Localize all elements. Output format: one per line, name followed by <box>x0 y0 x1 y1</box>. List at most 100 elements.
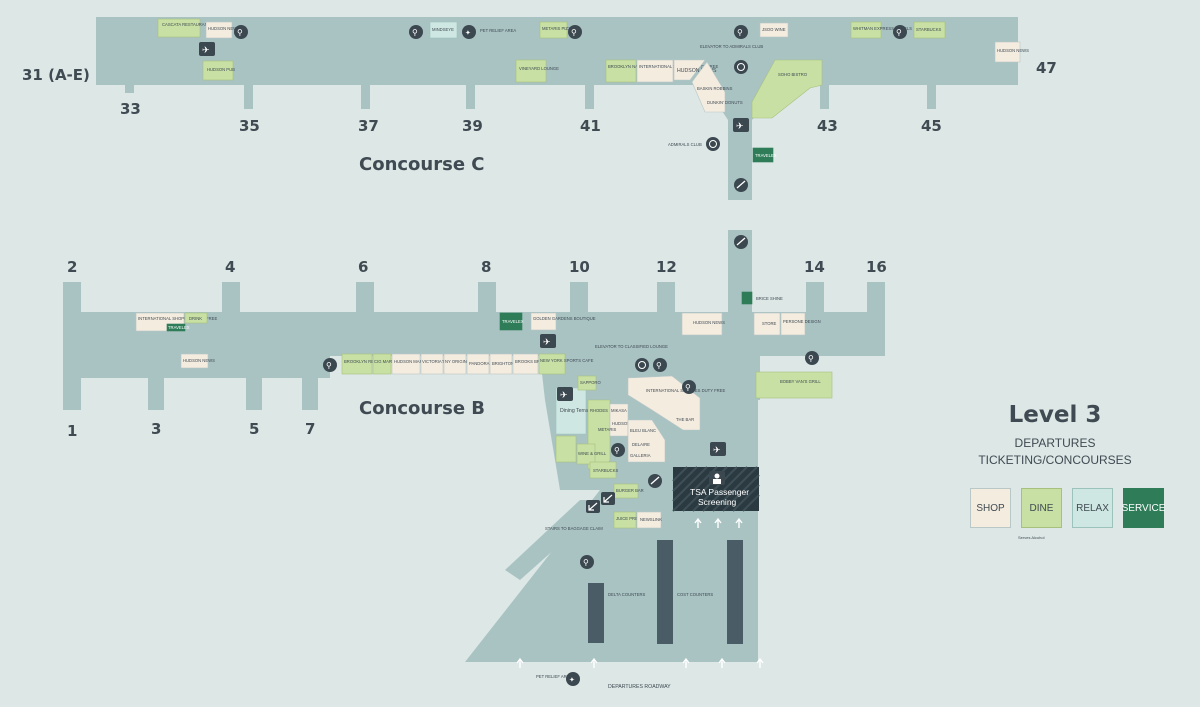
entrance-arrow-icon <box>718 657 726 668</box>
restroom-icon: ⚲ <box>682 380 696 394</box>
venue-vineyard <box>515 59 547 83</box>
departures-roadway-label: DEPARTURES ROADWAY <box>608 684 671 690</box>
venue-newslink-label: NEWSLINK <box>640 517 662 522</box>
venue-hudson-news-c1 <box>205 21 233 39</box>
gate-label: 5 <box>249 420 259 438</box>
venue-brice-shine-label: BRICE SHINE <box>756 296 783 301</box>
restroom-icon: ⚲ <box>568 25 582 39</box>
airplane-icon: ✈ <box>733 118 749 132</box>
gate-label: 47 <box>1036 59 1057 77</box>
elevator-icon <box>706 137 720 151</box>
venue-intl-duty-free-b-label: INTERNATIONAL SHOPPES DUTY FREE <box>138 316 217 321</box>
venue-persone-label: PERSONE DESIGN <box>783 319 821 324</box>
venue-starbucks-b <box>589 461 617 479</box>
map-icons: ⚲ ⚲ ⚲ ⚲ ⚲ ✦ ✈ ✈ ✈ ⚲ ⚲ ⚲ ⚲ ✈ ⚲ ✈ ⚲ ✦ <box>199 25 907 686</box>
venue-rhodes-label: RHODES <box>590 408 608 413</box>
venue-metaris <box>539 21 568 39</box>
entrance-arrow-icon <box>694 517 702 528</box>
venue-victorias <box>420 353 444 375</box>
venue-pandora <box>466 353 490 375</box>
entrance-arrow-icon <box>590 657 598 668</box>
venue-brooklyn-deli-label: BROOKLYN NATIONAL DELI <box>608 64 663 69</box>
pet-relief-icon: ✦ <box>462 25 476 39</box>
venue-mindseye-label: MINDSEYE <box>432 27 454 32</box>
venue-travelex-b1-label: TRAVELEX <box>168 325 190 330</box>
escalator-icon <box>648 474 662 488</box>
venue-bleu-blanc <box>627 419 666 463</box>
entrance-arrow-icon <box>735 517 743 528</box>
restroom-icon: ⚲ <box>611 443 625 457</box>
venue-delaire-small <box>555 435 577 463</box>
venue-baskin-label: BASKIN ROBBINS <box>697 86 733 91</box>
svg-text:✈: ✈ <box>736 122 744 132</box>
venue-hudson-news-c3-label: HUDSON NEWS <box>997 48 1029 53</box>
concourse-b-title: Concourse B <box>359 398 485 419</box>
venue-travelex-b2 <box>499 312 523 331</box>
entrance-arrow-icon <box>682 657 690 668</box>
gate-label: 45 <box>921 117 942 135</box>
svg-text:✦: ✦ <box>465 29 471 37</box>
venue-intl-shoppes-c <box>636 59 674 83</box>
elevator-baggage-label: ELEVATOR TO CLASSIFIED LOUNGE <box>595 344 668 349</box>
elevator-icon <box>734 60 748 74</box>
venue-travelex-b2-label: TRAVELEX <box>502 319 524 324</box>
gate-label: 2 <box>67 258 77 276</box>
venue-whitman-label: WHITMAN EXPRESS BAGELS <box>853 26 912 31</box>
gate-label: 4 <box>225 258 235 276</box>
stairs-baggage-label: STAIRS TO BAGGAGE CLAIM <box>545 526 603 531</box>
venue-brooks-brothers <box>512 353 539 375</box>
venue-vineyard-label: VINEYARD LOUNGE <box>519 66 559 71</box>
gate-label: 14 <box>804 258 825 276</box>
venue-hudson-pub <box>202 60 234 81</box>
venue-travelex-b1 <box>166 323 186 332</box>
venue-soho-bistro-label: SOHO BISTRO <box>778 72 808 77</box>
venue-brooks-brothers-label: BROOKS BROTHERS <box>515 359 558 364</box>
venue-hudson-news-b1 <box>180 353 209 369</box>
cost-counters-label: COST COUNTERS <box>677 592 713 597</box>
airplane-icon: ✈ <box>540 334 556 348</box>
svg-text:✈: ✈ <box>202 46 210 56</box>
venue-hudson-news-c2 <box>673 59 706 81</box>
gate-label: 43 <box>817 117 838 135</box>
gate-label: 7 <box>305 420 315 438</box>
venue-jsoo-wine <box>759 22 789 38</box>
venue-hudson-gy-label: HUDSON <box>612 421 630 426</box>
svg-text:⚲: ⚲ <box>237 28 243 37</box>
venue-whitman <box>850 21 882 39</box>
venue-store <box>753 312 781 336</box>
tsa-label-line2: Screening <box>698 497 737 507</box>
venue-baskin-dunkin <box>691 61 726 113</box>
venue-hudson-news-b2-label: HUDSON NEWS <box>693 320 725 325</box>
legend-dine: DINE <box>1021 488 1062 528</box>
venue-wine-grill-label: WINE & GRILL <box>578 451 607 456</box>
venue-jsoo-wine-label: JSOO WINE <box>762 27 786 32</box>
venue-gallery-label: GOLDEN GARDENS BOUTIQUE <box>533 316 596 321</box>
restroom-icon: ⚲ <box>734 25 748 39</box>
venue-ny-originals <box>443 353 467 375</box>
escalator-icon <box>734 235 748 249</box>
svg-text:⚲: ⚲ <box>737 28 743 37</box>
svg-text:⚲: ⚲ <box>685 383 691 392</box>
gate-labels-b: 1 2 3 4 5 6 7 8 10 12 14 16 <box>67 258 887 440</box>
delta-counter-1 <box>588 583 604 643</box>
venue-hudson-marketplace <box>391 353 421 375</box>
venue-burger-bar-label: BURGER BAR <box>616 488 644 493</box>
gate-label: 16 <box>866 258 887 276</box>
venue-dining-terrace-label: Dining Terrace <box>560 408 593 414</box>
level-title: Level 3 <box>1008 402 1102 428</box>
gate-label: 35 <box>239 117 260 135</box>
concourse-b-floor <box>63 230 885 662</box>
gate-label: 37 <box>358 117 379 135</box>
restroom-icon: ⚲ <box>805 351 819 365</box>
venue-victorias-label: VICTORIA'S SECRET <box>422 359 464 364</box>
delta-counters-label: DELTA COUNTERS <box>608 592 646 597</box>
venue-dunkin-label: DUNKIN' DONUTS <box>707 100 743 105</box>
concourse-c-venues: CASCATA RESTAURANT HUDSON NEWS HUDSON PU… <box>157 18 1029 163</box>
venue-cig <box>372 353 392 375</box>
level-subtitle-1: DEPARTURES <box>1014 436 1096 450</box>
venue-cascata <box>157 18 201 38</box>
gate-label: 41 <box>580 117 601 135</box>
gate-labels-c: 31 (A-E) 33 35 37 39 41 43 45 47 <box>22 59 1057 135</box>
venue-burger-bar <box>613 483 639 499</box>
